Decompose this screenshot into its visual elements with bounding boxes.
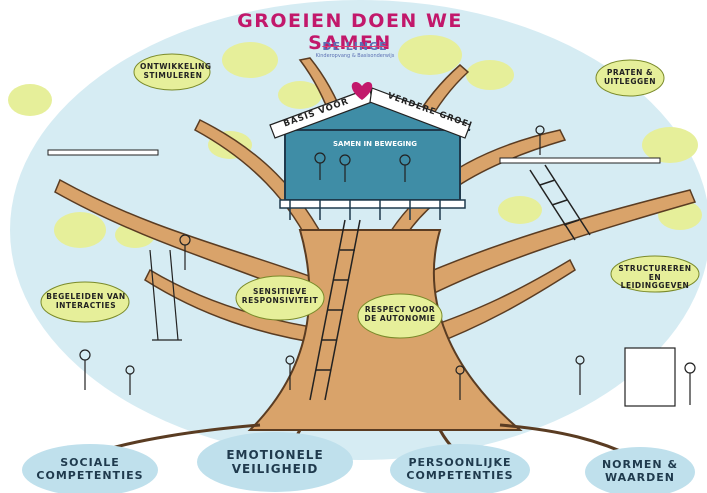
banner-right [369,87,471,139]
page-title: GROEIEN DOEN WE SAMEN [237,10,463,54]
label-clouds [40,53,700,339]
logo-brand: DE LINGE [322,40,388,53]
cloud-respect: RESPECT VOOR DE AUTONOMIE [364,305,436,323]
heart-icon [351,81,373,100]
cloud-praten: PRATEN & UITLEGGEN [603,68,657,86]
ladder-icon [309,164,591,401]
cloud-sensitieve: SENSITIEVE RESPONSIVITEIT [241,287,319,305]
cloud-structureren: STRUCTUREREN EN LEIDINGGEVEN [618,264,692,291]
base-clouds [22,432,695,493]
logo: DE LINGE Kinderopvang & Basisonderwijs [310,40,400,59]
base-persoonlijke: PERSOONLIJKE COMPETENTIES [406,456,514,482]
board [624,347,676,407]
base-normen: NORMEN & WAARDEN [601,458,679,484]
base-sociale: SOCIALE COMPETENTIES [36,456,144,482]
treehouse-sign: SAMEN IN BEWEGING [333,140,417,148]
cloud-ontwikkeling: ONTWIKKELING STIMULEREN [140,62,212,80]
cloud-begeleiden: BEGELEIDEN VAN INTERACTIES [46,292,126,310]
shelf-left [47,149,159,156]
base-emotionele: EMOTIONELE VEILIGHEID [226,448,324,476]
swing-icon [149,249,182,341]
foliage [8,35,702,248]
shelf-right [499,157,661,164]
logo-tagline: Kinderopvang & Basisonderwijs [315,53,395,59]
people-figures [79,125,696,405]
